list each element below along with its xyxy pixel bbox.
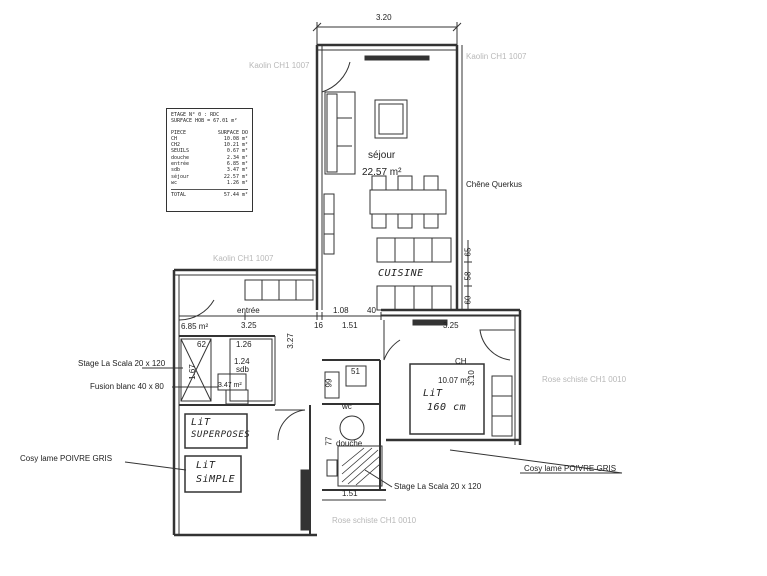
dim-65: 65 [463,247,473,257]
kitchen-units [376,237,452,311]
legend-row-piece: séjour [171,173,190,180]
entree-walls [172,268,317,537]
dim-325-left: 3.25 [241,321,257,330]
dim-126: 1.26 [236,340,252,349]
bed-simple-line1: LiT [196,460,216,471]
dim-16: 16 [314,321,323,330]
legend-row-surface: 1.26 m² [226,179,248,186]
legend-row-piece: SEUILS [171,148,190,155]
dim-327: 3.27 [285,333,295,349]
entree-door [178,278,215,321]
bed-superposes-line2: SUPERPOSES [191,430,251,440]
room-sdb-area: 3.47 m² [218,382,242,389]
legend-total: TOTAL 57.44 m² [171,192,248,198]
legend-row-surface: 22.57 m² [223,173,248,180]
sejour-door [321,50,351,93]
leader-cosy-left [124,461,187,471]
dim-51: 51 [351,367,360,376]
room-wc: wc [342,402,352,411]
note-fusion: Fusion blanc 40 x 80 [90,382,164,391]
room-ch-area: 10.07 m² [438,376,470,385]
legend-row: wc 1.26 m² [171,180,248,186]
dim-77: 77 [324,436,334,446]
room-cuisine: CUISINE [378,268,424,279]
dim-167: 1.67 [187,364,197,380]
dim-58: 58 [463,271,473,281]
material-rose-bottom: Rose schiste CH1 0010 [332,516,417,525]
note-cosy-right: Cosy lame POIVRE GRIS [524,464,617,473]
room-sejour-name: séjour [368,150,396,161]
note-stage-bottom: Stage La Scala 20 x 120 [394,482,482,491]
sdb-walls [179,335,276,406]
dim-99: 99 [324,378,334,388]
chambre-walls [381,308,522,445]
legend-line1: ETAGE N° 0 : RDC [171,112,220,118]
material-chene: Chêne Querkus [466,180,523,189]
legend-row: sdb 3.47 m² [171,167,248,173]
material-kaolin-1: Kaolin CH1 1007 [249,61,310,70]
room-entree-area: 6.85 m² [181,322,209,331]
leader-stage-bottom [364,469,393,488]
entree-storage [244,279,314,301]
legend-row-piece: CH [171,135,178,142]
legend-row-surface: 10.21 m² [223,142,248,149]
bed-simple-line2: SiMPLE [196,474,236,485]
legend-total-label: TOTAL [171,192,187,199]
legend-col-surface: SURFACE DO [217,129,248,136]
room-ch-name: CH [455,357,467,366]
legend-row-surface: 6.85 m² [226,161,248,168]
material-kaolin-3: Kaolin CH1 1007 [213,254,274,263]
room-entree-name: entrée [237,306,260,315]
room-douche: douche [336,439,363,448]
legend-row: SEUILS 0.67 m² [171,148,248,154]
bed-superposes-line1: LiT [191,417,211,428]
dining-table [369,175,447,229]
note-cosy-left: Cosy lame POIVRE GRIS [20,454,113,463]
legend-row-surface: 2.34 m² [226,154,248,161]
legend-row-piece: wc [171,179,178,186]
dim-151-bottom: 1.51 [342,489,358,498]
legend-total-value: 57.44 m² [223,192,248,199]
coffee-table [374,99,408,139]
material-rose-right: Rose schiste CH1 0010 [542,375,627,384]
bed-160-line1: LiT [423,388,443,399]
legend-row: entrée 6.85 m² [171,161,248,167]
window-top [364,55,430,61]
legend-col-piece: PIECE [171,129,187,136]
dim-40: 40 [367,306,376,315]
room-sejour-area: 22.57 m² [362,167,402,178]
legend-row-surface: 3.47 m² [226,167,248,174]
legend-line2: SURFACE HOB = 67.01 m² [171,118,238,125]
dim-60: 60 [463,295,473,305]
legend-row-piece: CH2 [171,142,181,149]
legend-row: CH 10.08 m² [171,136,248,142]
legend-row-piece: sdb [171,167,181,174]
surface-legend: ETAGE N° 0 : RDC SURFACE HOB = 67.01 m² … [166,108,253,212]
legend-row: CH2 10.21 m² [171,142,248,148]
dim-325-right: 3.25 [443,321,459,330]
bedroom-bunk [184,405,311,535]
bed-160-line2: 160 cm [427,402,467,413]
legend-row-piece: douche [171,154,190,161]
sofa [324,91,356,175]
legend-row: séjour 22.57 m² [171,174,248,180]
legend-row-surface: 0.67 m² [226,148,248,155]
legend-header: PIECE SURFACE DO [171,130,248,136]
legend-row: douche 2.34 m² [171,155,248,161]
dim-top-width: 3.20 [376,13,392,22]
dim-151-top: 1.51 [342,321,358,330]
dim-62: 62 [197,340,206,349]
room-sdb: sdb [236,365,249,374]
note-stage-left: Stage La Scala 20 x 120 [78,359,166,368]
legend-row-surface: 10.08 m² [223,135,248,142]
dim-124: 1.24 [234,357,250,366]
material-kaolin-2: Kaolin CH1 1007 [466,52,527,61]
leader-cosy-right [449,449,623,474]
dim-108: 1.08 [333,306,349,315]
wc-douche-walls [322,320,401,501]
legend-row-piece: entrée [171,161,190,168]
